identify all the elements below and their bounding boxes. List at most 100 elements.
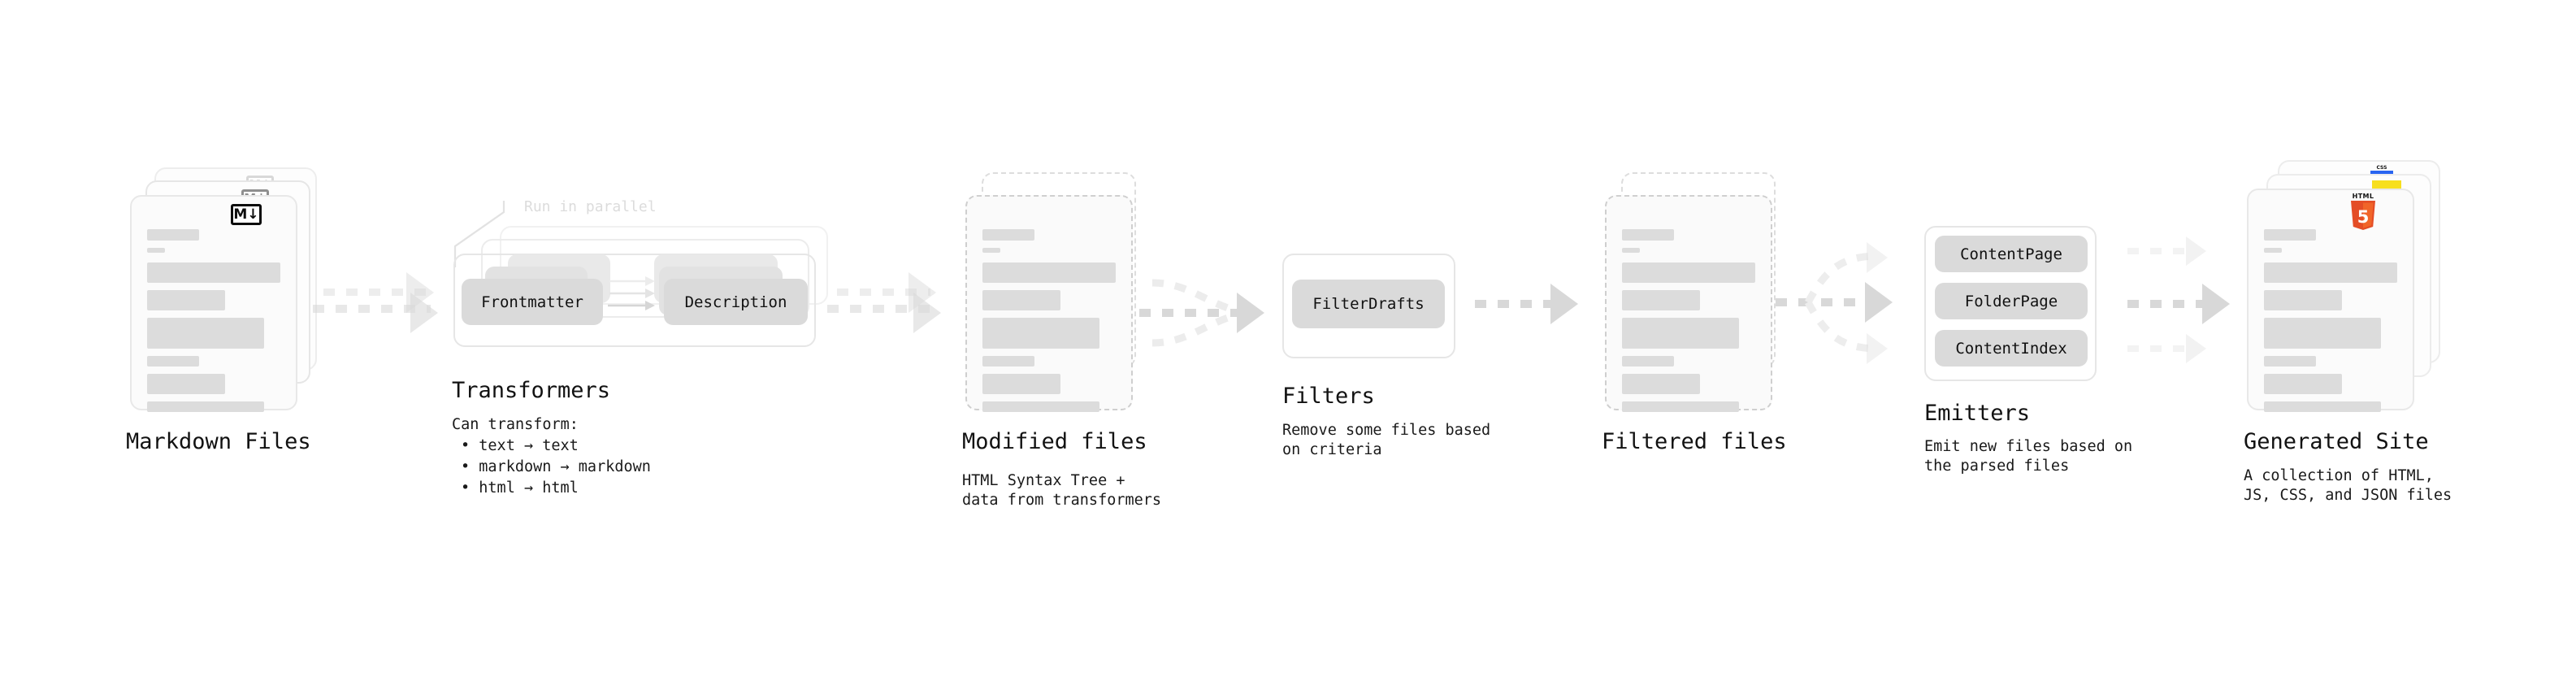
stage-title-generated-site: Generated Site: [2244, 429, 2429, 454]
emitter-node-contentpage[interactable]: ContentPage: [1935, 236, 2088, 272]
content-bar: [982, 248, 1000, 253]
arrow-head-bottom: [2186, 334, 2206, 363]
content-bar: [1622, 290, 1700, 310]
run-in-parallel-bracket: [453, 201, 505, 267]
emitter-node-contentindex[interactable]: ContentIndex: [1935, 330, 2088, 367]
transformer-group-frame: [453, 254, 816, 347]
arrow-dash-line-middle: [2127, 300, 2205, 308]
arrow-head: [1237, 293, 1264, 333]
stage-title-filters: Filters: [1282, 384, 1375, 409]
converge-arrow-curves: [1139, 279, 1242, 347]
arrow-dash-line: [313, 305, 431, 313]
content-bar: [1622, 229, 1674, 241]
svg-text:5: 5: [2357, 207, 2370, 227]
transformer-node-description[interactable]: Description: [664, 279, 808, 325]
modified-files-subtitle-0: HTML Syntax Tree +: [962, 472, 1125, 489]
diverge-arrow-curves: [1776, 252, 1879, 353]
arrow-dash-line: [837, 288, 930, 296]
arrow-head-bottom: [1867, 333, 1888, 364]
content-bar: [982, 318, 1099, 349]
css3-icon: CSS: [2370, 165, 2393, 174]
html5-icon: HTML 5: [2348, 193, 2378, 230]
transformer-group-frame-back-1: [481, 239, 809, 318]
arrow-head-middle: [2202, 284, 2230, 324]
transformers-bullet-0: • text → text: [461, 437, 579, 454]
emitters-subtitle-1: the parsed files: [1924, 458, 2070, 475]
generated-site-subtitle-0: A collection of HTML,: [2244, 467, 2434, 484]
content-bar: [982, 262, 1116, 283]
content-bar: [147, 401, 264, 412]
arrow-dash-line: [1475, 300, 1571, 308]
content-bar: [2264, 248, 2282, 253]
markdown-file-content: [147, 229, 283, 412]
site-file-content: [2264, 229, 2400, 412]
markdown-file-card: [130, 195, 297, 412]
content-bar: [982, 229, 1034, 241]
markdown-badge-icon: M↓: [231, 204, 262, 225]
markdown-badge-letter: M↓: [233, 206, 259, 223]
arrow-dash-line: [827, 305, 933, 313]
filters-subtitle-0: Remove some files based: [1282, 422, 1491, 439]
content-bar: [147, 356, 199, 367]
arrow-head-top: [1867, 242, 1888, 273]
modified-file-content: [982, 229, 1118, 412]
arrow-head-top: [2186, 236, 2206, 266]
emitters-subtitle-0: Emit new files based on: [1924, 438, 2133, 455]
filters-subtitle-1: on criteria: [1282, 441, 1382, 458]
content-bar: [2264, 290, 2342, 310]
content-bar: [147, 374, 225, 394]
stage-title-emitters: Emitters: [1924, 401, 2031, 426]
transformer-node-frontmatter[interactable]: Frontmatter: [462, 279, 603, 325]
transformer-inner-arrow-ghost: [609, 276, 655, 286]
arrow-dash-line-bottom: [2127, 345, 2191, 352]
filtered-file-content: [1622, 229, 1758, 412]
run-in-parallel-label: Run in parallel: [524, 198, 657, 215]
html5-icon-label: HTML: [2352, 193, 2374, 200]
content-bar: [982, 374, 1060, 394]
arrow-dash-line: [323, 288, 429, 296]
content-bar: [1622, 356, 1674, 367]
content-bar: [1622, 262, 1755, 283]
modified-files-subtitle-1: data from transformers: [962, 492, 1162, 509]
content-bar: [147, 318, 264, 349]
content-bar: [1622, 401, 1739, 412]
content-bar: [2264, 356, 2316, 367]
content-bar: [2264, 318, 2381, 349]
transformer-inner-arrow: [608, 301, 655, 310]
content-bar: [982, 290, 1060, 310]
content-bar: [982, 356, 1034, 367]
stage-title-transformers: Transformers: [452, 378, 611, 403]
content-bar: [1622, 248, 1640, 253]
content-bar: [147, 229, 199, 241]
filter-node-filterdrafts[interactable]: FilterDrafts: [1292, 280, 1445, 328]
css3-icon-label: CSS: [2376, 165, 2387, 171]
stage-title-modified-files: Modified files: [962, 429, 1147, 454]
content-bar: [982, 401, 1099, 412]
content-bar: [147, 248, 165, 253]
content-bar: [147, 290, 225, 310]
content-bar: [2264, 229, 2316, 241]
transformers-bullet-2: • html → html: [461, 479, 579, 497]
transformer-inner-arrow-ghost: [609, 288, 655, 298]
arrow-head: [913, 293, 941, 333]
content-bar: [2264, 401, 2381, 412]
content-bar: [1622, 374, 1700, 394]
stage-title-markdown-files: Markdown Files: [126, 429, 311, 454]
arrow-head: [410, 293, 438, 333]
arrow-head: [1550, 284, 1578, 324]
generated-site-subtitle-1: JS, CSS, and JSON files: [2244, 487, 2452, 504]
filtered-file-card: [1605, 195, 1772, 412]
modified-file-card: [965, 195, 1133, 412]
site-file-card: [2247, 189, 2414, 412]
content-bar: [2264, 374, 2342, 394]
transformers-bullet-1: • markdown → markdown: [461, 458, 651, 475]
transformers-subtitle: Can transform:: [452, 416, 579, 433]
content-bar: [2264, 262, 2397, 283]
css3-icon-bar: [2370, 171, 2393, 174]
arrow-dash-line-top: [2127, 248, 2191, 254]
arrow-head-middle: [1865, 282, 1893, 323]
content-bar: [1622, 318, 1739, 349]
emitter-node-folderpage[interactable]: FolderPage: [1935, 283, 2088, 319]
stage-title-filtered-files: Filtered files: [1602, 429, 1787, 454]
